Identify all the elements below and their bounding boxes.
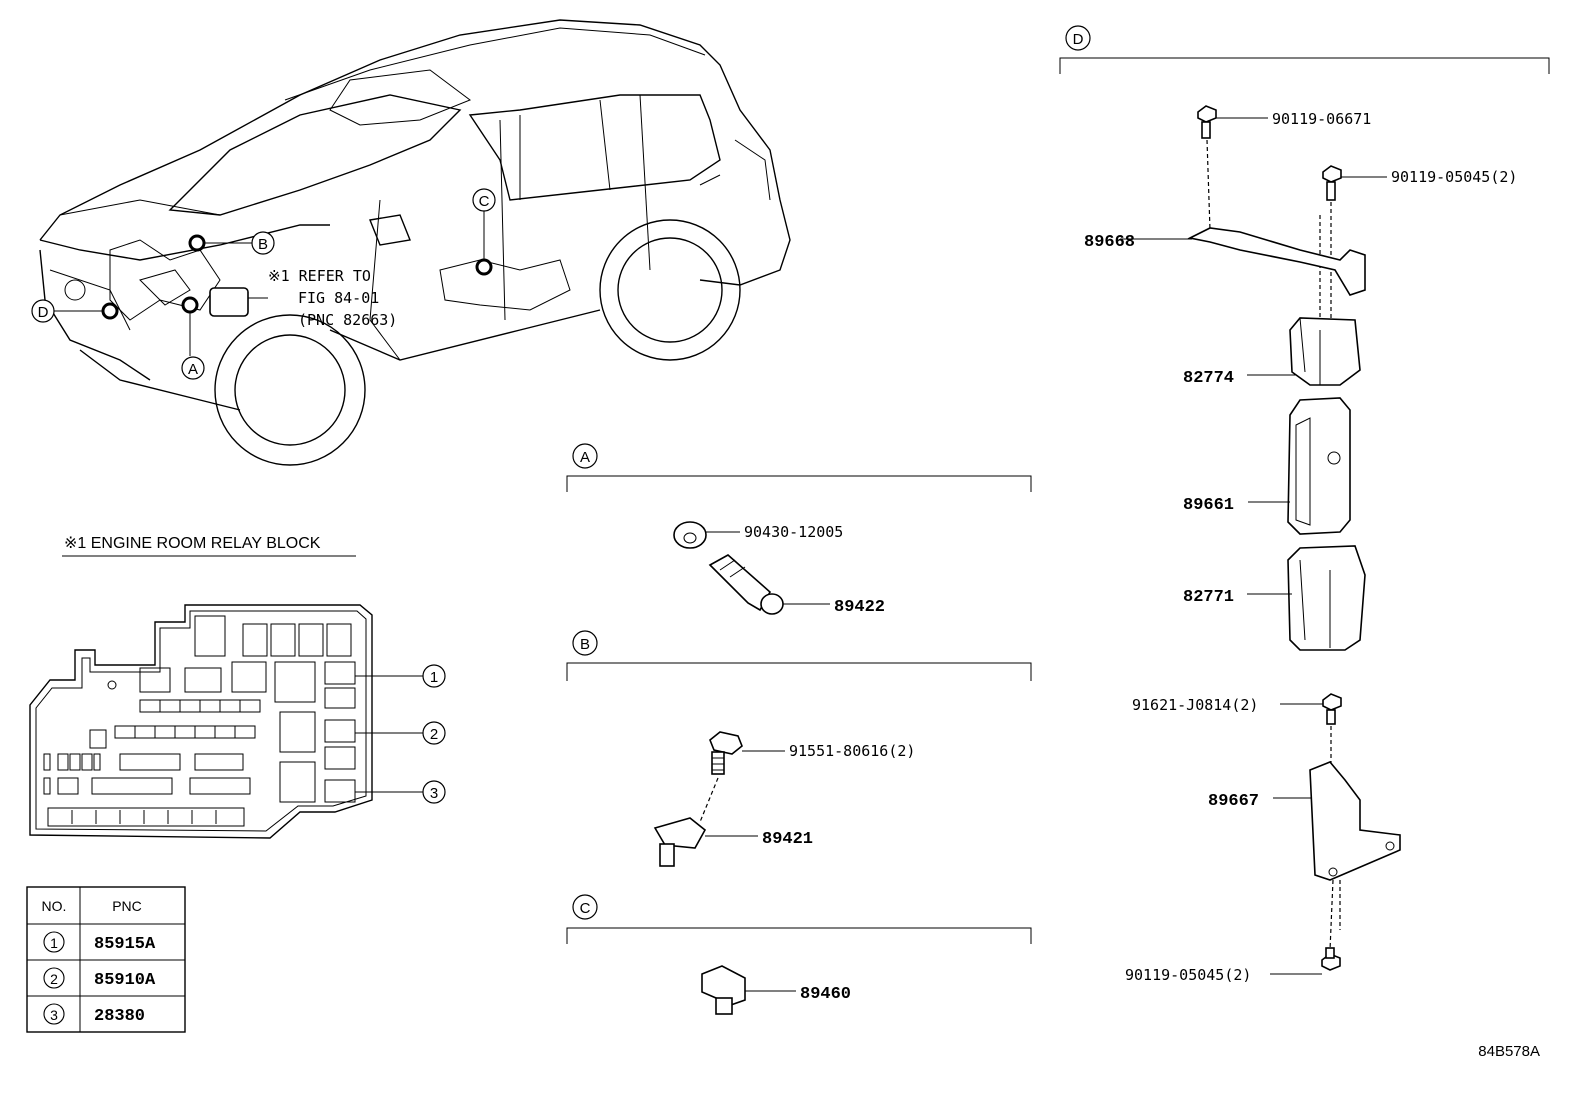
section-b-marker: B [580,636,590,653]
pnc-row-3-no: 3 [50,1007,58,1023]
relay-block-section: ※1 ENGINE ROOM RELAY BLOCK [29,535,446,839]
vehicle-illustration [39,19,791,466]
section-c: C 89460 [566,894,1032,1015]
part-89422: 89422 [834,598,885,617]
part-89421: 89421 [762,830,813,849]
part-89460: 89460 [800,985,851,1004]
refer-note-line3: (PNC 82663) [298,311,397,329]
location-callouts: B A C D [31,188,496,380]
relay-callout-1: 1 [430,669,438,686]
relay-callout-3: 3 [430,785,438,802]
part-90430-12005: 90430-12005 [744,523,843,541]
part-82774: 82774 [1183,369,1234,388]
section-c-marker: C [580,900,591,917]
part-91621-J0814: 91621-J0814(2) [1132,696,1258,714]
section-a: A 90430-12005 89422 [566,443,1032,617]
marker-a-car: A [188,361,198,378]
refer-note-line2: FIG 84-01 [298,289,379,307]
pnc-row-3-pnc: 28380 [94,1007,145,1026]
section-b: B 91551-80616(2) 89421 [566,630,1032,867]
pnc-table: NO. PNC 1 85915A 2 85910A 3 28380 [26,886,186,1033]
pnc-row-2-pnc: 85910A [94,971,156,990]
section-a-marker: A [580,449,590,466]
part-82771: 82771 [1183,588,1234,607]
section-d: D 90119-06671 90119-05045(2) 89668 82774… [1059,25,1550,984]
pnc-header-pnc: PNC [112,898,142,914]
pnc-row-2-no: 2 [50,971,58,987]
marker-d-car: D [38,304,49,321]
part-90119-05045-top: 90119-05045(2) [1391,168,1517,186]
part-89668: 89668 [1084,233,1135,252]
marker-c-car: C [479,193,490,210]
pnc-row-1-no: 1 [50,935,58,951]
part-89661: 89661 [1183,496,1234,515]
part-90119-06671: 90119-06671 [1272,110,1371,128]
refer-note-line1: ※1 REFER TO [268,267,371,285]
relay-callout-2: 2 [430,726,438,743]
marker-b-circle [251,231,275,255]
marker-b-car: B [258,236,268,253]
figure-id: 84B578A [1478,1043,1540,1060]
pnc-row-1-pnc: 85915A [94,935,156,954]
refer-to-note: ※1 REFER TO FIG 84-01 (PNC 82663) [268,267,397,329]
relay-block-title: ※1 ENGINE ROOM RELAY BLOCK [64,535,321,552]
part-91551-80616: 91551-80616(2) [789,742,915,760]
part-89667: 89667 [1208,792,1259,811]
pnc-header-no: NO. [42,898,67,914]
part-90119-05045-bottom: 90119-05045(2) [1125,966,1251,984]
section-d-marker: D [1073,31,1084,48]
